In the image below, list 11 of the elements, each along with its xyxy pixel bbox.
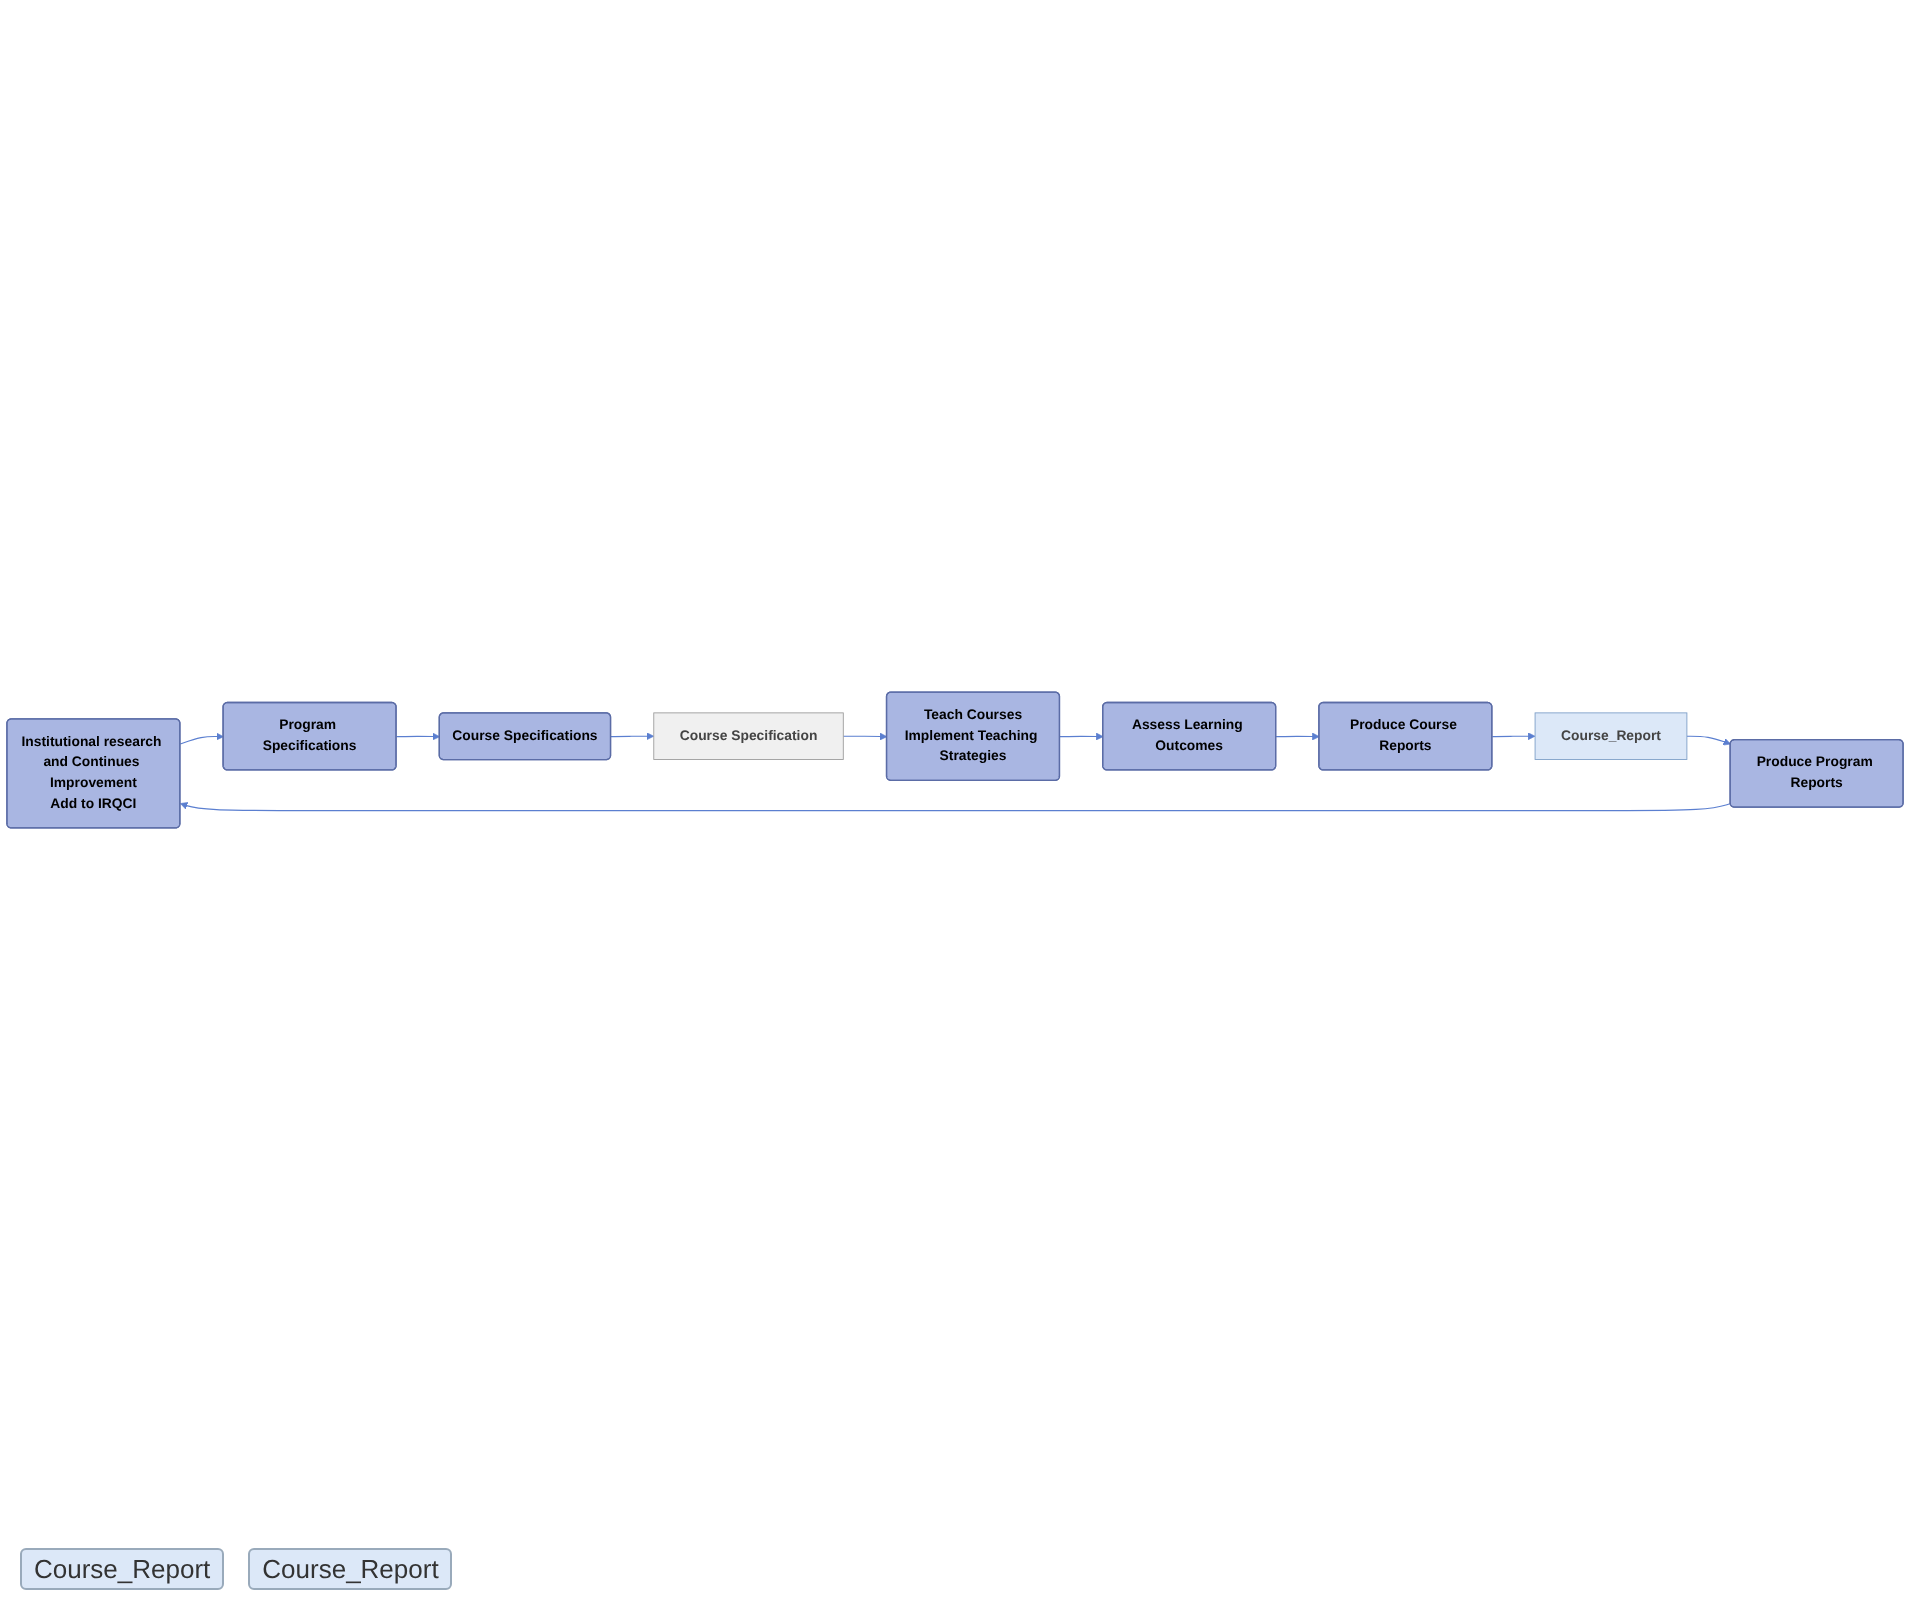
file-name-label: Course_Report [248,1548,453,1590]
arrow [610,732,655,740]
file-name-label: Course_Report [20,1548,225,1590]
arrow [1491,732,1536,740]
arrow [179,802,1732,812]
arrow [179,732,224,745]
arrow [1686,735,1731,746]
arrow [1059,732,1104,741]
arrow [1275,732,1320,741]
arrow [842,732,888,741]
arrow [395,732,441,741]
